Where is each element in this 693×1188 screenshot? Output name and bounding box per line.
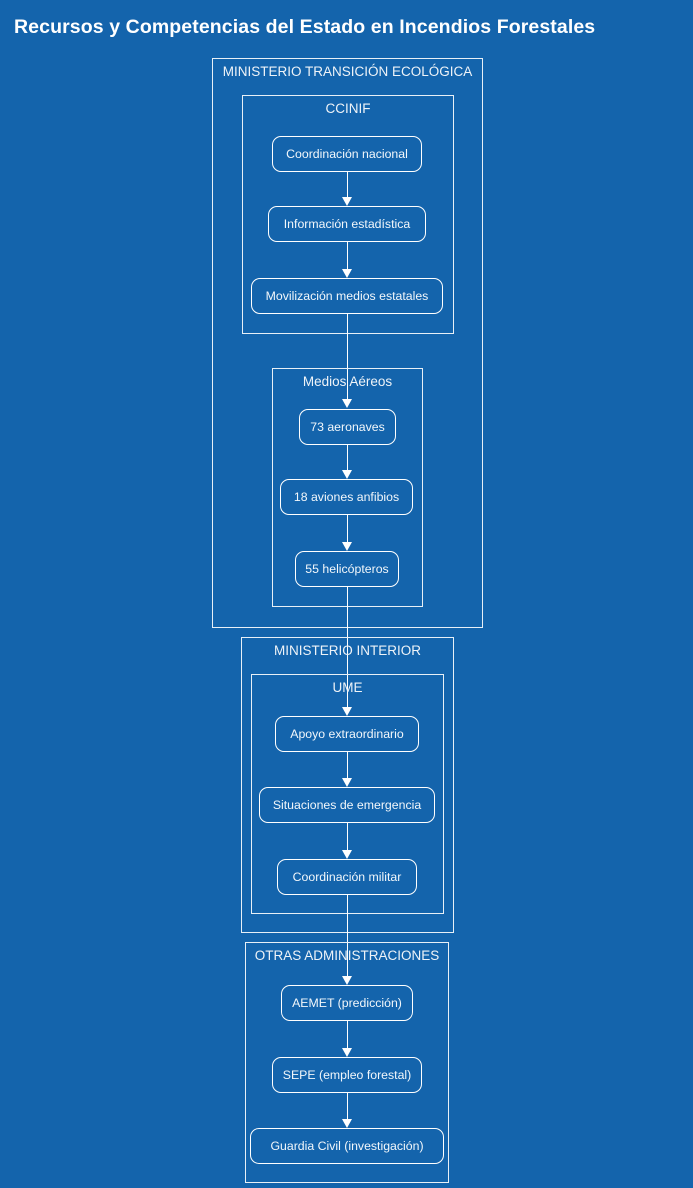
cluster-label-otras-administraciones: OTRAS ADMINISTRACIONES (254, 948, 440, 963)
node-informacion-estadistica[interactable]: Información estadística (268, 206, 426, 242)
cluster-otras-administraciones: OTRAS ADMINISTRACIONES (245, 942, 449, 1183)
node-label-informacion-estadistica: Información estadística (283, 217, 411, 231)
arrowhead-apoyo-extraordinario (342, 707, 352, 716)
cluster-label-medios-aereos: Medios Aéreos (302, 374, 393, 389)
cluster-label-ume: UME (332, 680, 363, 695)
arrowhead-18-aviones-anfibios (342, 470, 352, 479)
node-label-73-aeronaves: 73 aeronaves (310, 420, 385, 434)
node-guardia-civil[interactable]: Guardia Civil (investigación) (250, 1128, 444, 1164)
node-movilizacion-medios-estatales[interactable]: Movilización medios estatales (251, 278, 443, 314)
edge-73-aeronaves-to-18-aviones-anfibios (347, 445, 348, 473)
arrowhead-movilizacion-medios-estatales (342, 269, 352, 278)
arrowhead-guardia-civil (342, 1119, 352, 1128)
arrowhead-coordinacion-militar (342, 850, 352, 859)
node-coordinacion-nacional[interactable]: Coordinación nacional (272, 136, 422, 172)
node-label-55-helicopteros: 55 helicópteros (305, 562, 389, 576)
node-55-helicopteros[interactable]: 55 helicópteros (295, 551, 399, 587)
cluster-label-ccinif: CCINIF (325, 101, 371, 116)
arrowhead-55-helicopteros (342, 542, 352, 551)
edge-55-helicopteros-to-apoyo-extraordinario (347, 587, 348, 707)
arrowhead-informacion-estadistica (342, 197, 352, 206)
edge-coordinacion-militar-to-aemet (347, 895, 348, 981)
node-label-guardia-civil: Guardia Civil (investigación) (270, 1139, 424, 1153)
node-apoyo-extraordinario[interactable]: Apoyo extraordinario (275, 716, 419, 752)
page-title: Recursos y Competencias del Estado en In… (14, 16, 596, 38)
arrowhead-aemet (342, 976, 352, 985)
node-label-apoyo-extraordinario: Apoyo extraordinario (290, 727, 404, 741)
edge-18-aviones-anfibios-to-55-helicopteros (347, 515, 348, 543)
node-label-coordinacion-nacional: Coordinación nacional (286, 147, 408, 161)
node-coordinacion-militar[interactable]: Coordinación militar (277, 859, 417, 895)
node-73-aeronaves[interactable]: 73 aeronaves (299, 409, 396, 445)
edge-coordinacion-nacional-to-informacion-estadistica (347, 172, 348, 200)
node-label-movilizacion-medios-estatales: Movilización medios estatales (265, 289, 429, 303)
node-label-sepe: SEPE (empleo forestal) (282, 1068, 412, 1082)
edge-informacion-estadistica-to-movilizacion (347, 242, 348, 270)
arrowhead-sepe (342, 1048, 352, 1057)
arrowhead-73-aeronaves (342, 399, 352, 408)
node-aemet[interactable]: AEMET (predicción) (281, 985, 413, 1021)
cluster-label-ministerio-interior: MINISTERIO INTERIOR (273, 643, 421, 658)
arrowhead-situaciones-de-emergencia (342, 778, 352, 787)
node-label-situaciones-de-emergencia: Situaciones de emergencia (272, 798, 422, 812)
edge-movilizacion-to-73-aeronaves (347, 314, 348, 402)
edge-apoyo-extraordinario-to-situaciones-de-emergencia (347, 752, 348, 780)
node-label-coordinacion-militar: Coordinación militar (292, 870, 402, 884)
node-18-aviones-anfibios[interactable]: 18 aviones anfibios (280, 479, 413, 515)
edge-aemet-to-sepe (347, 1021, 348, 1049)
cluster-ccinif: CCINIF (242, 95, 454, 334)
node-label-18-aviones-anfibios: 18 aviones anfibios (293, 490, 400, 504)
node-situaciones-de-emergencia[interactable]: Situaciones de emergencia (259, 787, 435, 823)
node-label-aemet: AEMET (predicción) (292, 996, 402, 1010)
edge-situaciones-de-emergencia-to-coordinacion-militar (347, 823, 348, 851)
edge-sepe-to-guardia-civil (347, 1093, 348, 1121)
node-sepe[interactable]: SEPE (empleo forestal) (272, 1057, 422, 1093)
cluster-label-ministerio-transicion-ecologica: MINISTERIO TRANSICIÓN ECOLÓGICA (222, 64, 473, 79)
